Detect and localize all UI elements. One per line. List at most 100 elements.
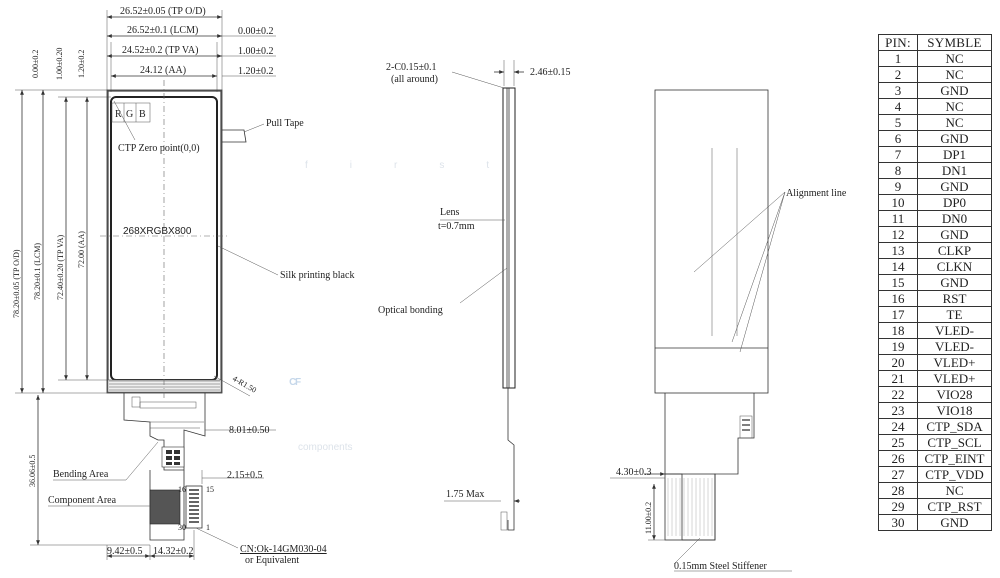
dim-fpc-2: 2.15±0.5: [227, 470, 263, 481]
dim-total-height: 36.06±0.5: [28, 455, 37, 487]
alignment-line-label: Alignment line: [786, 188, 847, 199]
connector-pin-30: 30: [178, 523, 186, 532]
dim-bottom-2: 14.32±0.2: [153, 546, 194, 557]
pin-number: 15: [878, 274, 918, 291]
connector-pin-16: 16: [178, 485, 186, 494]
pin-symbol: CTP_RST: [917, 498, 992, 515]
pin-number: 18: [878, 322, 918, 339]
dim-lcm-width: 26.52±0.1 (LCM): [127, 25, 198, 36]
side-view: 2-C0.15±0.1 (all around) 2.46±0.15 Lens …: [378, 60, 571, 531]
pin-symbol: DN0: [917, 210, 992, 227]
header-symbol: SYMBLE: [917, 34, 992, 51]
dim-left-3: 1.20±0.2: [77, 50, 86, 78]
dim-right-3: 1.20±0.2: [238, 66, 274, 77]
lens-thickness: t=0.7mm: [438, 221, 475, 232]
pin-symbol: NC: [917, 114, 992, 131]
pin-symbol: GND: [917, 82, 992, 99]
pin-number: 29: [878, 498, 918, 515]
pin-symbol: CTP_VDD: [917, 466, 992, 483]
pin-symbol: CLKP: [917, 242, 992, 259]
pin-symbol: VIO18: [917, 402, 992, 419]
pin-symbol: CTP_SCL: [917, 434, 992, 451]
connector-pin-1: 1: [206, 523, 210, 532]
pin-table-header: PIN: SYMBLE: [878, 34, 992, 51]
dim-tp-od-height: 78.20±0.05 (TP O/D): [12, 249, 21, 318]
rgb-g: G: [126, 109, 133, 120]
component-area-label: Component Area: [48, 495, 117, 506]
pin-number: 24: [878, 418, 918, 435]
silk-printing-label: Silk printing black: [280, 270, 354, 281]
pin-number: 16: [878, 290, 918, 307]
front-view: 26.52±0.05 (TP O/D) 26.52±0.1 (LCM) 24.5…: [12, 6, 354, 566]
pin-symbol: GND: [917, 274, 992, 291]
dim-left-1: 0.00±0.2: [31, 50, 40, 78]
pin-symbol: VLED+: [917, 354, 992, 371]
pin-number: 4: [878, 98, 918, 115]
ctp-zero-point: CTP Zero point(0,0): [118, 143, 200, 154]
dim-right-2: 1.00±0.2: [238, 46, 274, 57]
pin-symbol: NC: [917, 482, 992, 499]
pin-symbol: GND: [917, 514, 992, 531]
connector-alt-label: or Equivalent: [245, 555, 299, 566]
radius-label: 4-R1.50: [231, 374, 258, 395]
pin-number: 14: [878, 258, 918, 275]
pin-number: 10: [878, 194, 918, 211]
pin-symbol: NC: [917, 98, 992, 115]
pin-number: 13: [878, 242, 918, 259]
dim-bottom-1: 9.42±0.5: [107, 546, 143, 557]
chamfer-note: (all around): [391, 74, 438, 85]
dim-left-2: 1.00±0.20: [55, 48, 64, 80]
pin-symbol: VLED+: [917, 370, 992, 387]
pin-symbol: NC: [917, 66, 992, 83]
pin-symbol: VLED-: [917, 338, 992, 355]
pin-symbol: RST: [917, 290, 992, 307]
dim-fpc-1: 8.01±0.50: [229, 425, 270, 436]
pin-symbol: GND: [917, 130, 992, 147]
dim-right-1: 0.00±0.2: [238, 26, 274, 37]
pin-number: 5: [878, 114, 918, 131]
pin-number: 19: [878, 338, 918, 355]
header-pin: PIN:: [878, 34, 918, 51]
pin-number: 22: [878, 386, 918, 403]
dim-tp-va-width: 24.52±0.2 (TP VA): [122, 45, 198, 56]
pin-symbol: GND: [917, 226, 992, 243]
pin-number: 23: [878, 402, 918, 419]
pin-symbol: DP1: [917, 146, 992, 163]
pin-number: 7: [878, 146, 918, 163]
dim-aa-width: 24.12 (AA): [140, 65, 186, 76]
back-view: Alignment line 4.30±0.3 11.00±0.2 0.15mm…: [610, 89, 847, 572]
dim-back-height: 11.00±0.2: [644, 502, 653, 534]
optical-bonding-label: Optical bonding: [378, 305, 443, 316]
watermark-components: components: [298, 442, 352, 453]
pin-symbol: VIO28: [917, 386, 992, 403]
dim-aa-height: 72.00 (AA): [77, 231, 86, 268]
bending-area-label: Bending Area: [53, 469, 109, 480]
pin-number: 11: [878, 210, 918, 227]
pin-number: 25: [878, 434, 918, 451]
watermark-fc: FC: [289, 377, 301, 385]
pin-number: 8: [878, 162, 918, 179]
